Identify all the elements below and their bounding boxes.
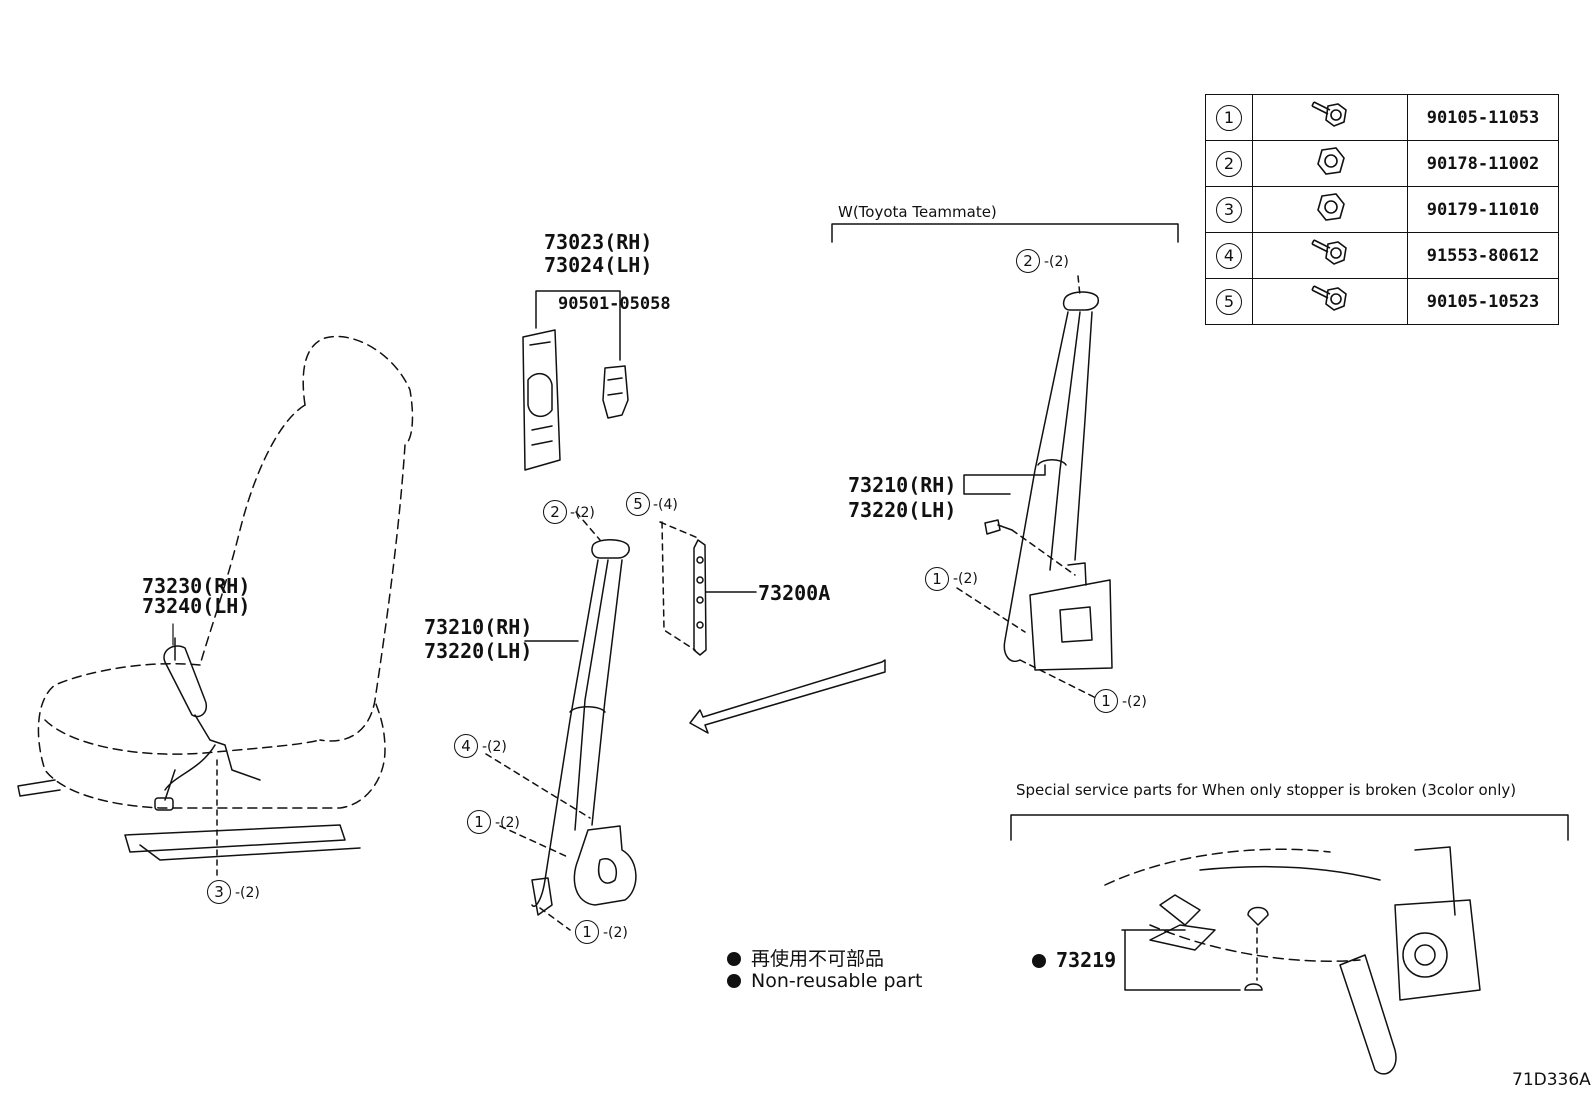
seat-buckle-lh-label: 73240(LH): [142, 594, 251, 618]
callout-qty: -(2): [235, 885, 260, 901]
table-row: 1 90105-11053: [1205, 94, 1559, 141]
callout-qty: -(2): [482, 739, 507, 755]
callout-ref: 2: [1016, 249, 1040, 273]
legend-jp-text: 再使用不可部品: [751, 948, 885, 970]
buckle-tongue: [602, 365, 629, 419]
teammate-section-title: W(Toyota Teammate): [838, 203, 997, 221]
parts-table: 1 90105-11053 2 90178-11002 3 90179-1101…: [1205, 94, 1559, 325]
stopper-part-number: 73219: [1056, 948, 1117, 972]
callout-qty: -(2): [1122, 694, 1147, 710]
nut-icon: [1317, 192, 1345, 221]
buckle-lh-label: 73024(LH): [544, 253, 653, 277]
table-row: 5 90105-10523: [1205, 278, 1559, 325]
callout-ref: 3: [207, 880, 231, 904]
stopper-assembly: [1104, 846, 1481, 1075]
callout-ref: 1: [575, 920, 599, 944]
belt-lh-label: 73220(LH): [424, 639, 533, 663]
callout-ref: 1: [925, 567, 949, 591]
callout-qty: -(4): [653, 497, 678, 513]
callout-qty: -(2): [1044, 254, 1069, 270]
callout-ref: 2: [543, 500, 567, 524]
teammate-belt-rh-label: 73210(RH): [848, 473, 957, 497]
seat-rail: [124, 824, 346, 853]
callout-ref: 1: [467, 810, 491, 834]
callout-qty: -(2): [570, 505, 595, 521]
part-number: 90179-11010: [1407, 186, 1559, 233]
part-number: 90178-11002: [1407, 140, 1559, 187]
seat-outline: [37, 335, 414, 809]
anchor-label: 73200A: [758, 581, 831, 605]
diagram-code: 71D336A: [1512, 1070, 1591, 1090]
table-row: 2 90178-11002: [1205, 140, 1559, 187]
legend-en-text: Non-reusable part: [751, 970, 923, 992]
non-reusable-dot-icon: [727, 952, 741, 966]
bolt-icon: [1311, 100, 1347, 127]
table-row: 4 91553-80612: [1205, 232, 1559, 279]
teammate-belt-assembly: [1003, 291, 1113, 671]
ref-number: 2: [1216, 150, 1242, 177]
callout-ref: 4: [454, 734, 478, 758]
callout-ref: 5: [626, 492, 650, 516]
teammate-bolt: [984, 519, 1013, 535]
stopper-label: 73219: [1032, 949, 1116, 971]
callout-qty: -(2): [495, 815, 520, 831]
non-reusable-dot-icon: [1032, 954, 1046, 968]
seat-belt-assembly: [531, 539, 637, 916]
ref-number: 5: [1216, 288, 1242, 315]
buckle-body: [522, 329, 561, 471]
anchor-plate: [693, 539, 707, 656]
ref-number: 1: [1216, 104, 1242, 131]
direction-arrow: [689, 659, 886, 734]
buckle-sub-label: 90501-05058: [558, 294, 671, 314]
buckle-rh-label: 73023(RH): [544, 230, 653, 254]
table-row: 3 90179-11010: [1205, 186, 1559, 233]
non-reusable-dot-icon: [727, 974, 741, 988]
ref-number: 3: [1216, 196, 1242, 223]
belt-rh-label: 73210(RH): [424, 615, 533, 639]
part-number: 91553-80612: [1407, 232, 1559, 279]
ref-number: 4: [1216, 242, 1242, 269]
callout-qty: -(2): [603, 925, 628, 941]
legend-en: Non-reusable part: [727, 970, 922, 992]
nut-icon: [1317, 146, 1345, 175]
callout-qty: -(2): [953, 571, 978, 587]
callout-ref: 1: [1094, 689, 1118, 713]
part-number: 90105-11053: [1407, 94, 1559, 141]
teammate-belt-lh-label: 73220(LH): [848, 498, 957, 522]
bolt-icon: [1311, 238, 1347, 265]
part-number: 90105-10523: [1407, 278, 1559, 325]
special-parts-title: Special service parts for When only stop…: [1016, 781, 1517, 799]
legend-jp: 再使用不可部品: [727, 944, 884, 971]
bolt-icon: [1311, 284, 1347, 311]
seat-buckle-rh-label: 73230(RH): [142, 574, 251, 598]
seat-buckle: [163, 645, 207, 718]
